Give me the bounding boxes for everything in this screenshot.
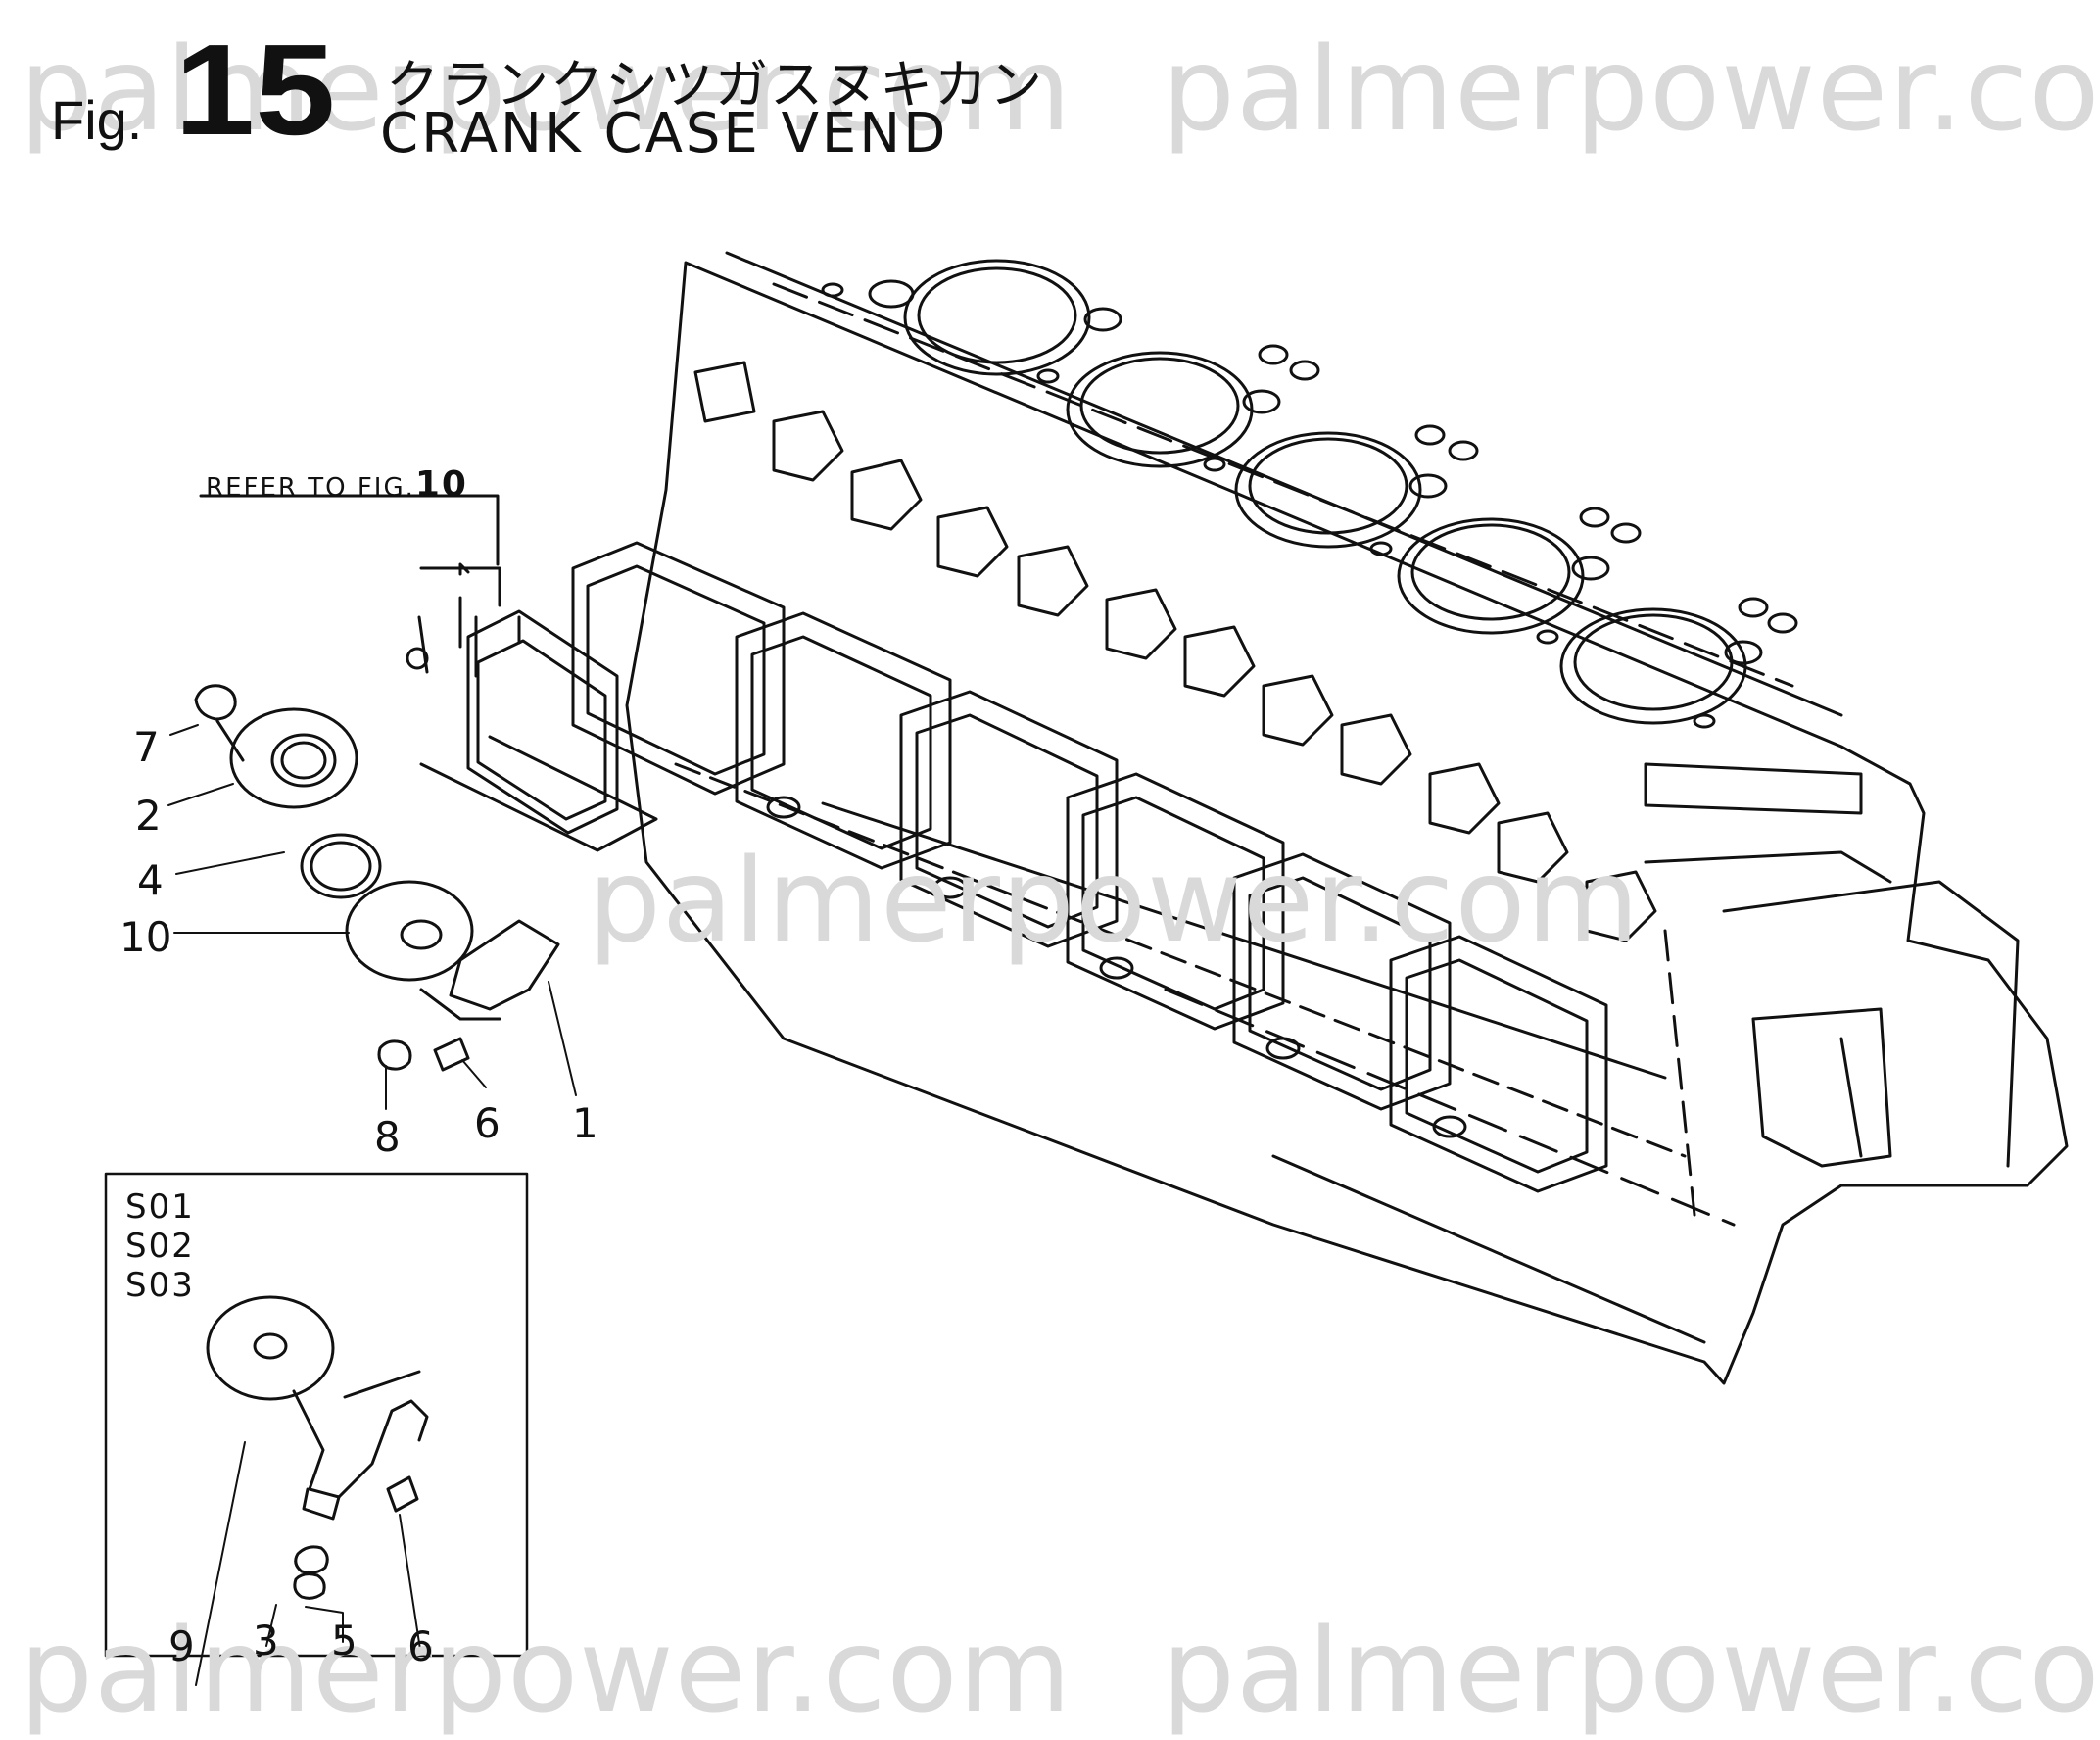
exploded-parts bbox=[194, 684, 560, 1072]
callout-5: 5 bbox=[331, 1617, 358, 1665]
callout-6-inset: 6 bbox=[407, 1622, 434, 1670]
refer-to-fig-label: REFER TO FIG.10 bbox=[206, 464, 468, 505]
callout-10: 10 bbox=[119, 913, 172, 961]
callout-6: 6 bbox=[474, 1099, 501, 1147]
crankcase-block bbox=[625, 251, 2069, 1385]
side-bosses bbox=[693, 361, 1657, 942]
serial-s02: S02 bbox=[125, 1227, 195, 1266]
cover-plate bbox=[199, 494, 658, 852]
figure-number: 15 bbox=[174, 18, 336, 162]
callout-8: 8 bbox=[374, 1113, 401, 1161]
leader-lines bbox=[167, 724, 577, 1110]
title-english: CRANK CASE VEND bbox=[380, 102, 949, 166]
serial-s01: S01 bbox=[125, 1187, 195, 1227]
callout-9: 9 bbox=[168, 1622, 195, 1670]
serial-inset-box bbox=[104, 1172, 529, 1686]
callout-3: 3 bbox=[253, 1617, 279, 1665]
callout-2: 2 bbox=[135, 792, 162, 840]
refer-text: REFER TO FIG. bbox=[206, 473, 415, 503]
cylinder-bores bbox=[821, 259, 1798, 729]
callout-7: 7 bbox=[133, 723, 160, 771]
callout-1: 1 bbox=[572, 1099, 598, 1147]
title-japanese: クランクシツガスヌキカン bbox=[386, 54, 1044, 116]
inspection-window-frames bbox=[571, 541, 1608, 1193]
callout-4: 4 bbox=[137, 856, 164, 904]
serial-s03: S03 bbox=[125, 1266, 195, 1305]
figure-prefix: Fig. bbox=[51, 89, 143, 151]
refer-fig-number: 10 bbox=[414, 464, 468, 505]
